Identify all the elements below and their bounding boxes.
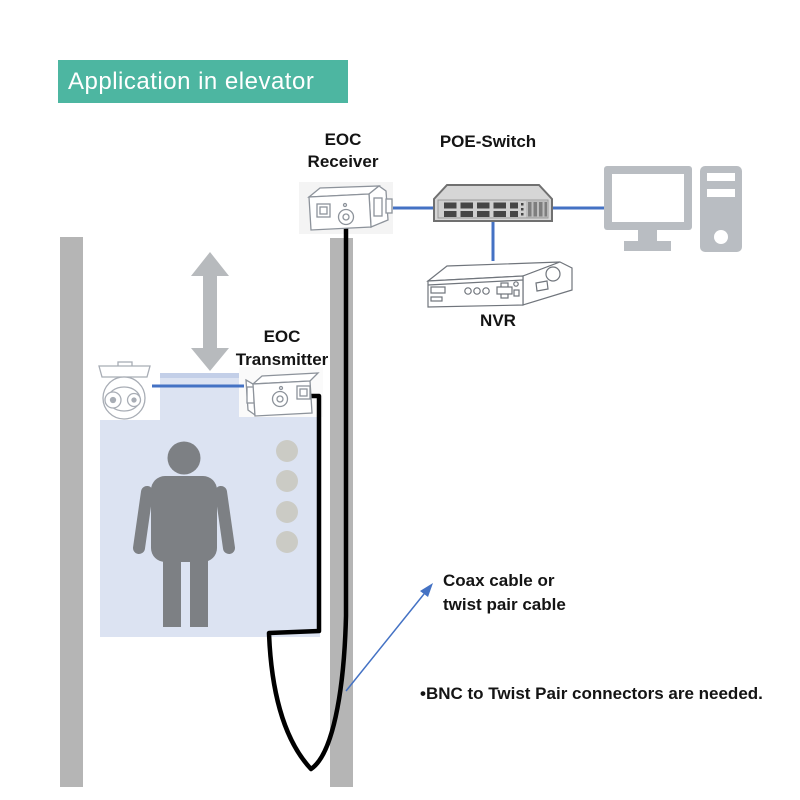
eoc-receiver-icon xyxy=(307,185,393,231)
eoc-transmitter-label: EOC Transmitter xyxy=(224,325,340,371)
coax-cable-line xyxy=(266,222,349,772)
elevator-buttons xyxy=(276,440,298,553)
cable-type-note-line1: Coax cable or xyxy=(443,571,555,590)
bnc-connectors-note: •BNC to Twist Pair connectors are needed… xyxy=(420,684,763,703)
up-down-arrow-icon xyxy=(191,252,229,371)
poe-switch-icon xyxy=(433,184,553,222)
dome-camera-icon xyxy=(89,360,160,420)
network-lines xyxy=(152,206,606,388)
shaft-rail-right xyxy=(330,238,353,787)
shaft-rail-left xyxy=(60,237,83,787)
eoc-receiver-label-line2: Receiver xyxy=(307,152,379,171)
title-banner: Application in elevator xyxy=(58,60,348,103)
eoc-transmitter-icon xyxy=(245,372,320,417)
cable-type-note: Coax cable or twist pair cable xyxy=(443,569,566,617)
eoc-transmitter-label-line1: EOC xyxy=(263,327,301,346)
nvr-icon xyxy=(426,261,573,308)
computer-icon xyxy=(604,166,742,252)
eoc-receiver-label-line1: EOC xyxy=(324,130,362,149)
cable-type-note-line2: twist pair cable xyxy=(443,595,566,614)
eoc-transmitter-label-line2: Transmitter xyxy=(235,350,329,369)
nvr-label: NVR xyxy=(480,311,516,330)
passenger-silhouette-icon xyxy=(133,441,235,627)
poe-switch-label: POE-Switch xyxy=(439,132,537,151)
eoc-receiver-label: EOC Receiver xyxy=(290,129,396,173)
annotation-arrow xyxy=(345,583,433,692)
